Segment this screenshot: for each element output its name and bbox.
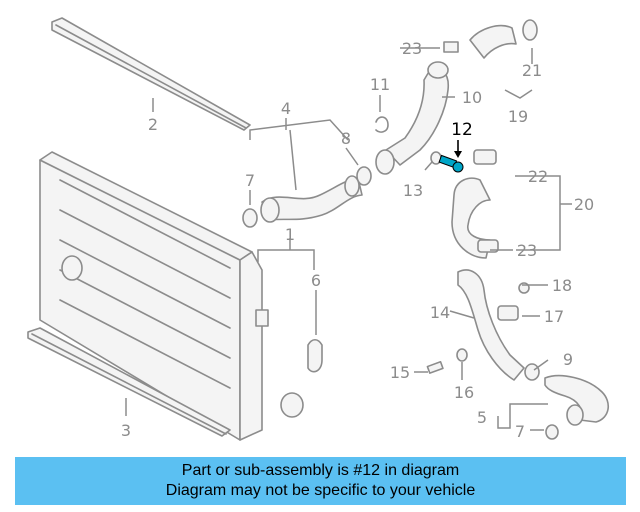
callout-7b: 7 (515, 422, 525, 441)
callout-13: 13 (403, 181, 423, 200)
callout-22: 22 (528, 167, 548, 186)
callout-14: 14 (430, 303, 450, 322)
callout-16: 16 (454, 383, 474, 402)
hose-21-part (443, 19, 538, 59)
hose-10-part (375, 61, 450, 175)
callout-21: 21 (522, 61, 542, 80)
callout-6: 6 (311, 271, 321, 290)
callout-23b: 23 (517, 241, 537, 260)
callout-1: 1 (285, 225, 295, 244)
nut-16-part (456, 348, 468, 362)
callout-12-highlighted: 12 (451, 120, 473, 140)
callout-10: 10 (462, 88, 482, 107)
seal-ring-8-part (356, 166, 372, 186)
callout-17: 17 (544, 307, 564, 326)
bolt-15-part (426, 360, 444, 374)
clip-11-part (375, 116, 389, 133)
seal-ring-7b-part (545, 424, 559, 440)
callout-9: 9 (563, 350, 573, 369)
callout-20: 20 (574, 195, 594, 214)
bolt-12-part (438, 154, 464, 173)
callout-4: 4 (281, 99, 291, 118)
banner-line-1: Part or sub-assembly is #12 in diagram (181, 462, 460, 479)
hose-4-part (260, 175, 363, 223)
lower-air-guide-part (27, 327, 231, 437)
callout-2: 2 (148, 115, 158, 134)
callout-18: 18 (552, 276, 572, 295)
callout-labels: 2 3 4 1 7 8 6 11 10 13 23 21 19 22 20 23… (121, 39, 594, 441)
callout-7a: 7 (245, 171, 255, 190)
callout-3: 3 (121, 421, 131, 440)
callout-5: 5 (477, 408, 487, 427)
pipe-20-part (451, 149, 499, 259)
callout-23a: 23 (402, 39, 422, 58)
pipe-14-part (457, 269, 530, 381)
seal-ring-7-part (242, 208, 258, 228)
banner-line-2: Diagram may not be specific to your vehi… (165, 482, 476, 499)
callout-15: 15 (390, 363, 410, 382)
upper-air-guide-part (51, 17, 251, 131)
info-banner: Part or sub-assembly is #12 in diagram D… (15, 457, 626, 505)
leader-lines (125, 47, 572, 431)
callout-19: 19 (508, 107, 528, 126)
callout-8: 8 (341, 129, 351, 148)
parts-diagram: 2 3 4 1 7 8 6 11 10 13 23 21 19 22 20 23… (27, 17, 609, 441)
hose-5-part (524, 363, 609, 426)
intercooler-part (39, 151, 304, 441)
callout-11: 11 (370, 75, 390, 94)
bracket-6-part (307, 338, 323, 373)
